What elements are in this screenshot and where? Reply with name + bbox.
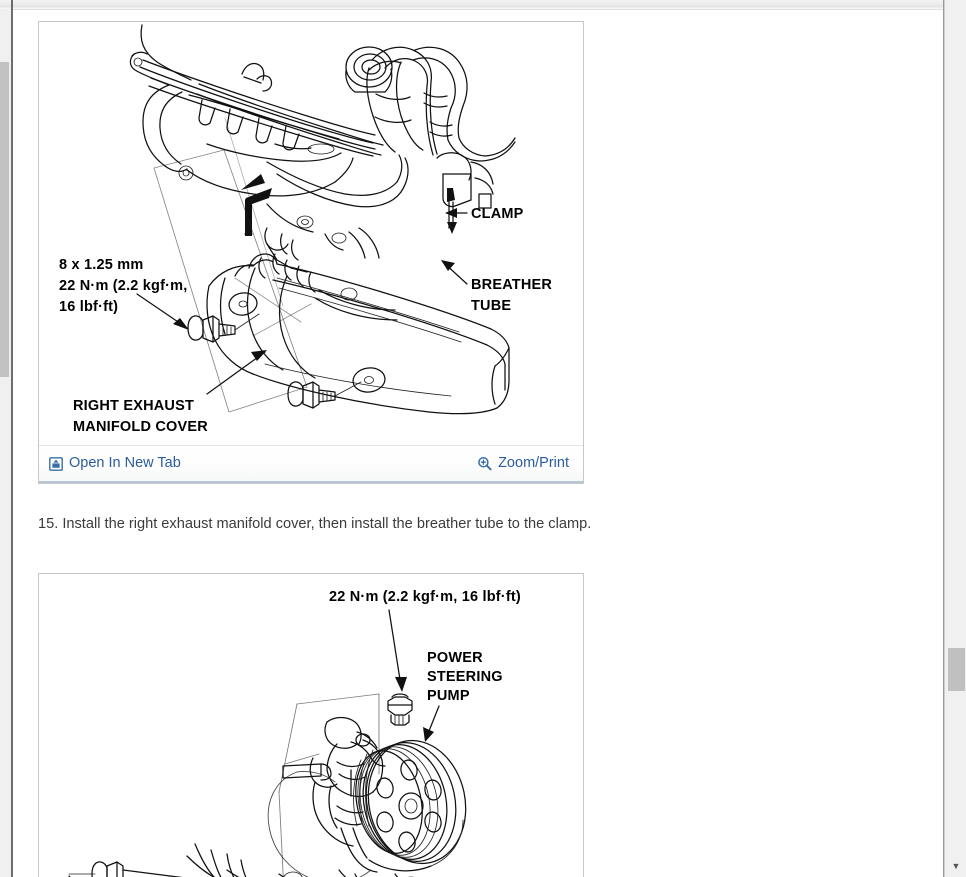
figure-power-steering-pump: 22 N·m (2.2 kgf·m, 16 lbf·ft) POWER STEE… [38, 573, 584, 877]
right-rail-divider [943, 0, 944, 877]
long-bolt [68, 861, 183, 877]
zoom-print-button[interactable]: Zoom/Print [477, 456, 569, 471]
bolt-upper [187, 313, 260, 343]
label-pump-line3: PUMP [427, 688, 470, 704]
exhaust-manifold-cover-drawing: 8 x 1.25 mm 22 N·m (2.2 kgf·m, 16 lbf·ft… [59, 24, 552, 435]
pump-pulley [353, 739, 467, 865]
open-in-new-tab-button[interactable]: Open In New Tab [49, 456, 181, 471]
open-in-new-tab-icon [49, 456, 63, 471]
window-top-edge [0, 0, 966, 10]
document-content: 8 x 1.25 mm 22 N·m (2.2 kgf·m, 16 lbf·ft… [13, 10, 933, 877]
figure-1-toolbar: Open In New Tab Zoom/Print [39, 445, 583, 483]
magnifier-plus-icon [477, 456, 492, 471]
figure-1-canvas: 8 x 1.25 mm 22 N·m (2.2 kgf·m, 16 lbf·ft… [39, 22, 583, 445]
zoom-print-label: Zoom/Print [498, 455, 569, 472]
label-pump-line1: POWER [427, 650, 483, 666]
label-cover-line1: RIGHT EXHAUST [73, 398, 194, 414]
label-bolt-spec-line2: 22 N·m (2.2 kgf·m, [59, 278, 188, 294]
label-breather-tube-line1: BREATHER [471, 277, 552, 293]
label-bolt-spec-line1: 8 x 1.25 mm [59, 257, 143, 273]
label-bolt-spec-line3: 16 lbf·ft) [59, 299, 118, 315]
label-pump-line2: STEERING [427, 669, 503, 685]
power-steering-pump-drawing: 22 N·m (2.2 kgf·m, 16 lbf·ft) POWER STEE… [68, 589, 521, 877]
label-torque-spec: 22 N·m (2.2 kgf·m, 16 lbf·ft) [329, 589, 521, 605]
label-clamp: CLAMP [471, 206, 524, 222]
label-cover-line2: MANIFOLD COVER [73, 419, 208, 435]
right-scrollbar-thumb[interactable] [948, 648, 965, 691]
step-15-text: 15. Install the right exhaust manifold c… [38, 516, 592, 532]
label-breather-tube-line2: TUBE [471, 298, 511, 314]
left-rail-divider [11, 0, 13, 877]
right-scrollbar[interactable]: ▼ [944, 0, 966, 877]
scroll-down-arrow-icon[interactable]: ▼ [951, 860, 961, 871]
figure-2-canvas: 22 N·m (2.2 kgf·m, 16 lbf·ft) POWER STEE… [39, 574, 583, 877]
left-scrollbar-thumb[interactable] [0, 62, 9, 377]
open-in-new-tab-label: Open In New Tab [69, 455, 181, 472]
bolt-lower [287, 381, 362, 409]
figure-exhaust-manifold-cover: 8 x 1.25 mm 22 N·m (2.2 kgf·m, 16 lbf·ft… [38, 21, 584, 484]
